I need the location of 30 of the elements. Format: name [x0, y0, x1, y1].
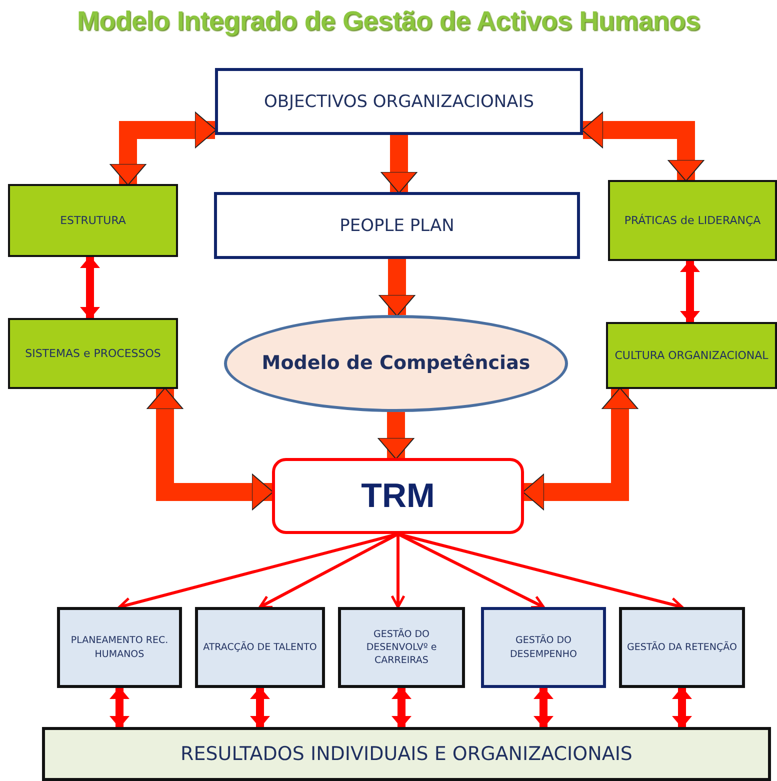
- process-ellipse: Modelo de Competências: [224, 315, 568, 412]
- result-bar: RESULTADOS INDIVIDUAIS E ORGANIZACIONAIS: [42, 727, 771, 781]
- arrow: [534, 687, 554, 728]
- process-box: PLANEAMENTO REC. HUMANOS: [57, 607, 182, 688]
- process-box: GESTÃO DA RETENÇÃO: [619, 607, 745, 688]
- block-arrow: [380, 135, 418, 194]
- arrow: [680, 260, 700, 323]
- arrow: [672, 687, 692, 728]
- process-box: ESTRUTURA: [8, 184, 178, 257]
- process-box: ATRACÇÃO DE TALENTO: [195, 607, 325, 688]
- arrow: [110, 687, 130, 728]
- process-box: PRÁTICAS de LIDERANÇA: [608, 180, 777, 261]
- block-arrow: [378, 259, 416, 316]
- block-arrow: [378, 412, 414, 460]
- block-arrow: [582, 112, 704, 182]
- block-arrow: [110, 112, 216, 186]
- arrow: [392, 687, 412, 728]
- diagram-title: Modelo Integrado de Gestão de Activos Humanos: [76, 6, 702, 37]
- block-arrow: [146, 388, 274, 510]
- block-arrow: [522, 388, 638, 510]
- process-box: GESTÃO DO DESENVOLVº e CARREIRAS: [338, 607, 465, 688]
- process-box: SISTEMAS e PROCESSOS: [8, 318, 178, 389]
- process-box: PEOPLE PLAN: [214, 192, 580, 259]
- arrow: [250, 687, 270, 728]
- process-box: OBJECTIVOS ORGANIZACIONAIS: [215, 68, 583, 135]
- process-box: GESTÃO DO DESEMPENHO: [481, 607, 606, 688]
- arrow: [80, 256, 100, 319]
- arrow: [390, 534, 406, 608]
- process-box: CULTURA ORGANIZACIONAL: [606, 322, 777, 389]
- process-box: TRM: [272, 458, 524, 534]
